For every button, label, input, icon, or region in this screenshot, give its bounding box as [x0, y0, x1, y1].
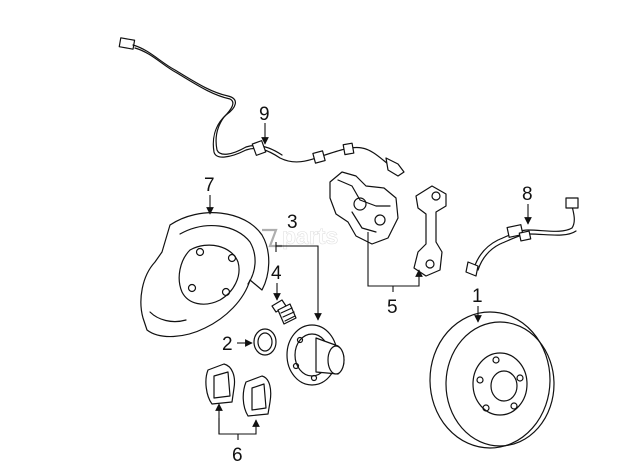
watermark-text: parts — [282, 223, 338, 249]
callout-numbers: 9 7 8 3 4 2 5 6 1 — [204, 104, 533, 466]
callout-8: 8 — [522, 184, 533, 205]
hub-bearing — [286, 324, 345, 386]
brake-pads — [205, 363, 272, 417]
callout-9: 9 — [259, 104, 270, 125]
callout-6: 6 — [232, 445, 243, 466]
callout-4: 4 — [271, 263, 282, 284]
watermark: parts — [262, 223, 339, 249]
o-ring — [253, 328, 277, 356]
leader-lines — [206, 123, 532, 440]
callout-3: 3 — [287, 212, 298, 233]
dust-shield — [140, 212, 270, 338]
brake-rotor — [429, 311, 555, 449]
caliper-assembly — [329, 171, 447, 277]
callout-5: 5 — [387, 297, 398, 318]
brake-hose — [465, 197, 579, 277]
callout-2: 2 — [222, 334, 233, 355]
abs-sensor-wire — [118, 37, 405, 177]
callout-1: 1 — [472, 286, 483, 307]
hub-bolt — [271, 299, 297, 325]
callout-7: 7 — [204, 175, 215, 196]
